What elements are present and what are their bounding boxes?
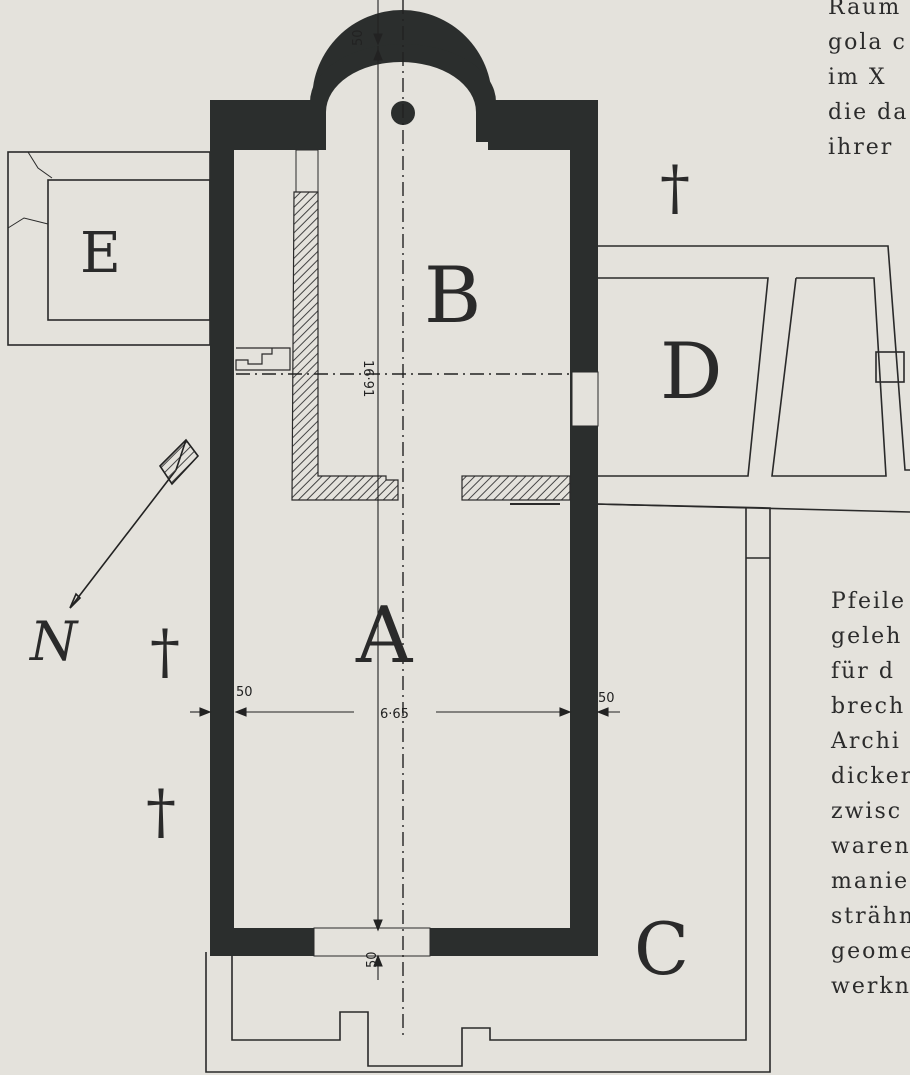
- side-text-top: Raum gola c im X die da ihrer: [828, 0, 908, 165]
- annex-c: [205, 503, 771, 1073]
- axis-lines: [236, 0, 570, 1036]
- text-line: strähn: [831, 904, 910, 929]
- text-line: werkn: [831, 974, 910, 999]
- text-line: im X: [828, 65, 887, 90]
- text-line: geleh: [831, 624, 903, 649]
- north-label: N: [28, 610, 79, 673]
- cross-icon: †: [146, 777, 176, 847]
- text-line: Raum: [828, 0, 902, 20]
- text-line: Archi: [831, 729, 901, 754]
- text-line: zwisc: [831, 799, 903, 824]
- step-feature: [235, 347, 291, 371]
- side-text-bottom: Pfeile geleh für d brech Archi dicker zw…: [831, 584, 910, 1004]
- text-line: die da: [828, 100, 909, 125]
- dimension-width: 6·65: [380, 707, 409, 722]
- north-arrow: [69, 438, 200, 609]
- dimension-left-wall: 50: [236, 685, 253, 700]
- text-line: für d: [831, 659, 895, 684]
- text-line: geome: [831, 939, 910, 964]
- text-line: dicker: [831, 764, 910, 789]
- cross-icon: †: [660, 153, 690, 223]
- dimension-top-wall: 50: [351, 29, 366, 46]
- text-line: waren: [831, 834, 910, 859]
- room-b-hatched-wall: [291, 191, 571, 505]
- text-line: manie: [831, 869, 910, 894]
- dimension-bottom-wall: 50: [365, 951, 380, 968]
- room-label-e: E: [80, 221, 121, 286]
- room-label-b: B: [424, 251, 481, 341]
- annex-d: [595, 245, 910, 513]
- cross-icon: †: [150, 617, 180, 687]
- text-line: Pfeile: [831, 589, 907, 614]
- room-label-d: D: [660, 327, 723, 417]
- text-line: ihrer: [828, 135, 894, 160]
- text-line: brech: [831, 694, 906, 719]
- text-line: gola c: [828, 30, 907, 55]
- room-label-c: C: [634, 907, 689, 991]
- room-label-a: A: [355, 591, 414, 681]
- dimension-right-wall: 50: [598, 691, 615, 706]
- dimension-lines: [190, 0, 620, 980]
- dimension-length: 16·91: [360, 360, 375, 397]
